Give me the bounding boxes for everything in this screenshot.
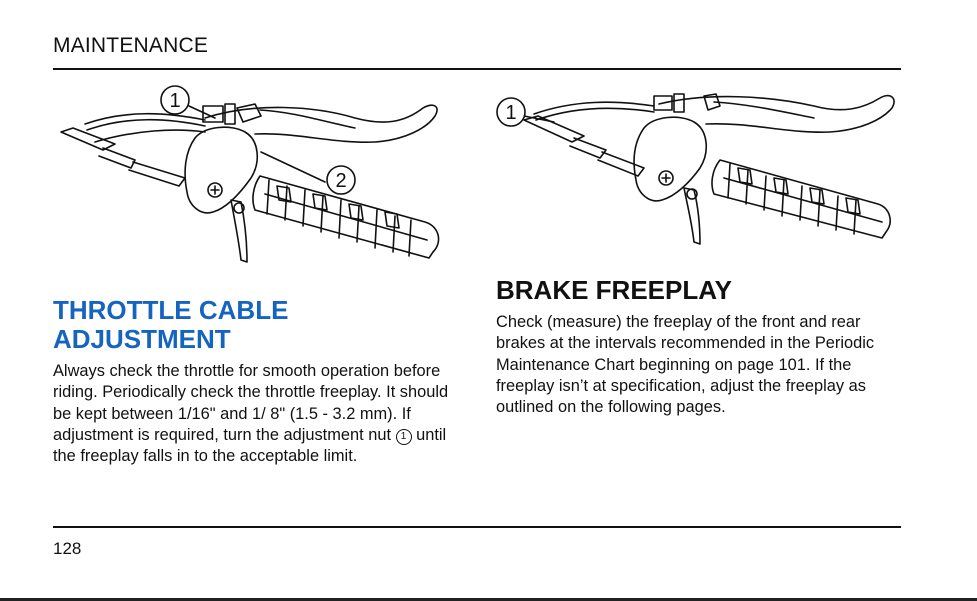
callout-1-label: 1: [505, 102, 516, 124]
brake-body-text: Check (measure) the freeplay of the fron…: [496, 313, 875, 417]
callout-2-label: 2: [335, 170, 346, 192]
header-rule: [53, 68, 901, 70]
callout-1-label: 1: [169, 90, 180, 112]
throttle-text-part2: until the freeplay falls in to the accep…: [53, 425, 447, 466]
throttle-section-title: THROTTLE CABLE ADJUSTMENT: [53, 296, 433, 354]
brake-lever-illustration: 1: [496, 93, 895, 245]
throttle-body-text: Always check the throttle for smooth ope…: [53, 361, 453, 467]
brake-section-title: BRAKE FREEPLAY: [496, 275, 732, 305]
throttle-title-line2: ADJUSTMENT: [53, 324, 231, 354]
throttle-assembly-illustration: 1 2: [60, 85, 440, 263]
page-number: 128: [53, 539, 82, 558]
callout-ref-1: 1: [395, 428, 412, 445]
page-bottom-edge: [0, 598, 977, 601]
page-header-title: MAINTENANCE: [53, 34, 209, 57]
throttle-text-part1: Always check the throttle for smooth ope…: [53, 362, 449, 444]
throttle-title-line1: THROTTLE CABLE: [53, 295, 289, 325]
footer-rule: [53, 526, 901, 528]
